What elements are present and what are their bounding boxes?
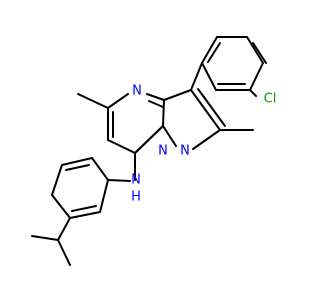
atom-cl: Cl <box>264 92 277 107</box>
bond <box>107 179 131 182</box>
atom-n1: N <box>180 144 190 159</box>
atom-h: H <box>131 190 141 205</box>
bond <box>190 62 203 91</box>
bond <box>31 235 59 241</box>
bond <box>192 129 221 150</box>
bond <box>57 239 71 266</box>
bond <box>51 164 63 196</box>
bond <box>207 42 221 63</box>
bond <box>61 157 93 166</box>
bonds <box>31 36 267 266</box>
bond <box>57 217 71 241</box>
bond <box>69 211 101 219</box>
bond <box>252 42 267 64</box>
atom-n7a: N <box>158 144 168 159</box>
bond <box>162 99 165 127</box>
bond <box>77 93 109 109</box>
bond <box>190 89 221 131</box>
bond <box>91 157 109 181</box>
bond <box>249 89 257 97</box>
bond <box>146 93 165 101</box>
bond <box>201 62 217 91</box>
bond <box>107 139 136 154</box>
atom-n4: N <box>132 84 142 99</box>
bond <box>246 36 264 64</box>
bond <box>197 88 226 127</box>
atom-labels: N N N N H Cl <box>131 84 276 205</box>
bond <box>148 100 164 108</box>
molecule-diagram: N N N N H Cl <box>31 36 276 266</box>
bond <box>99 179 109 213</box>
bond <box>163 89 192 101</box>
bond <box>134 125 164 154</box>
bond <box>65 164 90 171</box>
bond <box>51 194 71 219</box>
bond <box>201 36 218 64</box>
bond <box>71 205 97 212</box>
atom-nh: N <box>131 173 141 188</box>
bond <box>107 93 129 109</box>
bond <box>162 125 177 147</box>
bond <box>249 62 264 91</box>
